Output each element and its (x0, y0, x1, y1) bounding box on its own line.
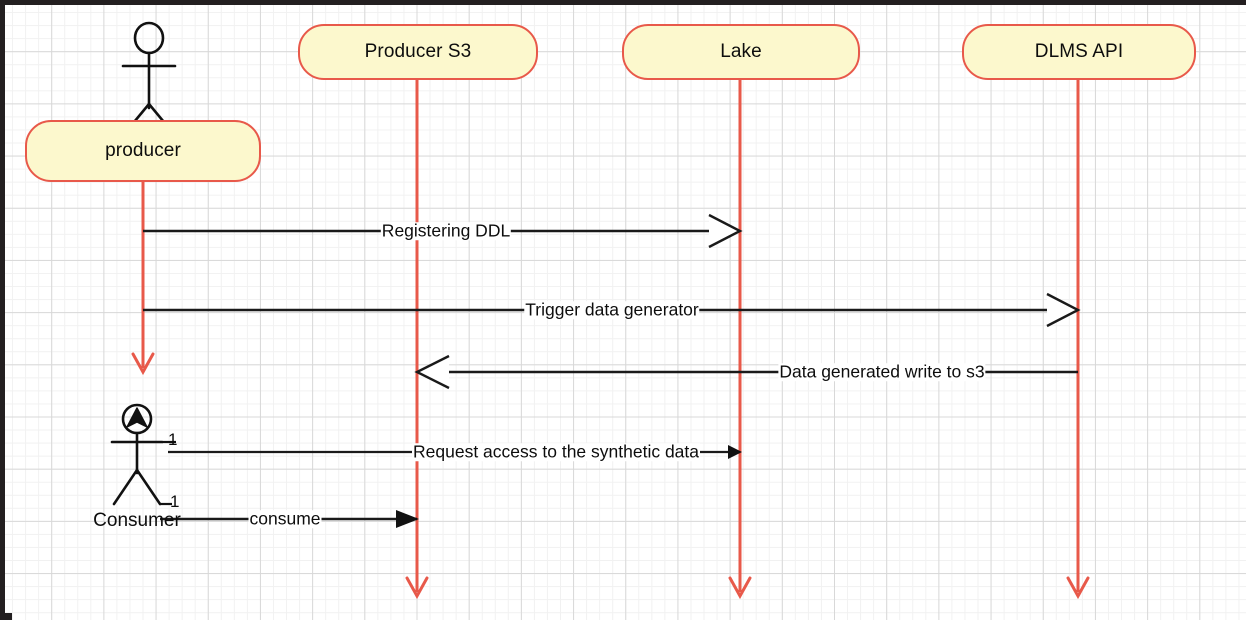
lifeline-producer-s3-arrowhead (405, 576, 429, 600)
participant-box-producer-s3[interactable]: Producer S3 (298, 24, 538, 80)
consumer-multiplicity-bottom: 1 (170, 492, 180, 511)
consumer-actor-leg-left (112, 468, 139, 506)
message-registering-ddl-arrowhead (708, 213, 743, 249)
participant-label-dlms-api: DLMS API (1034, 41, 1124, 62)
lifeline-lake-arrowhead (728, 576, 752, 600)
canvas-edge-top (0, 0, 1246, 5)
consumer-actor-leg-right (135, 468, 162, 506)
lifeline-producer-arrowhead (131, 352, 155, 376)
participant-label-producer: producer (105, 140, 181, 161)
consumer-head-arrow-icon (126, 407, 148, 428)
participant-box-producer[interactable]: producer (25, 120, 261, 182)
message-data-generated-write-to-s3-arrowhead (414, 354, 450, 390)
canvas-edge-left (0, 0, 5, 620)
canvas-edge-bottom-left (0, 613, 12, 620)
lifelines (131, 80, 1090, 600)
consumer-actor-figure (110, 403, 164, 506)
actor-caption-consumer: Consumer (93, 510, 181, 531)
participant-label-lake: Lake (720, 41, 762, 62)
message-trigger-data-generator-arrowhead (1046, 292, 1081, 328)
message-consume-arrowhead (396, 510, 419, 528)
lifeline-dlms-api-arrowhead (1066, 576, 1090, 600)
message-label-registering-ddl: Registering DDL (380, 220, 512, 241)
participant-box-dlms-api[interactable]: DLMS API (962, 24, 1196, 80)
message-label-consume: consume (248, 508, 322, 529)
consumer-multiplicity-ticks (160, 440, 176, 506)
message-label-data-generated-write-to-s3: Data generated write to s3 (778, 361, 986, 382)
message-request-access-arrowhead (728, 445, 742, 459)
participant-label-producer-s3: Producer S3 (364, 41, 472, 62)
producer-actor-figure (121, 21, 177, 135)
producer-actor-head-icon (133, 21, 165, 55)
participant-box-lake[interactable]: Lake (622, 24, 860, 80)
message-label-request-access: Request access to the synthetic data (412, 441, 700, 462)
message-label-trigger-data-generator: Trigger data generator (524, 299, 700, 320)
consumer-multiplicity-top: 1 (168, 430, 178, 449)
